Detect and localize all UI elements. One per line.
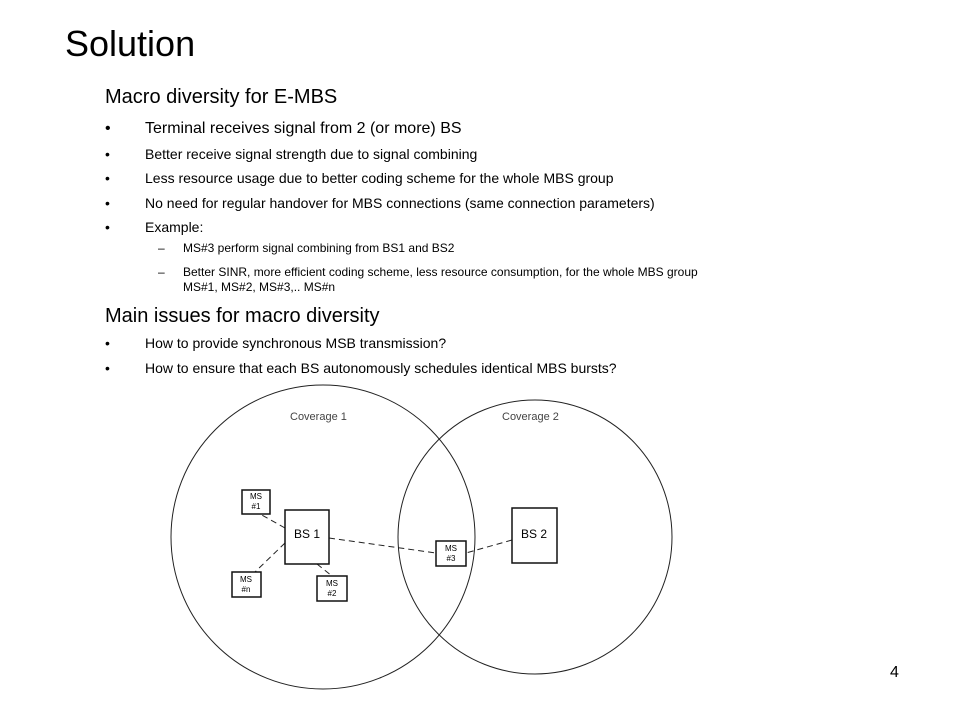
link-bs1-ms2 [316,563,333,577]
ms1-node: MS #1 [241,489,271,515]
signal-links [254,513,513,577]
coverage-1-circle [170,384,476,690]
coverage-1-label: Coverage 1 [290,411,347,423]
sub-bullet-text: Better SINR, more efficient coding schem… [183,265,698,279]
bs1-label: BS 1 [294,527,320,541]
bullet-text: Better receive signal strength due to si… [145,146,478,162]
bs1-node: BS 1 [284,509,330,565]
bullet-dot: • [105,170,110,186]
link-bs2-ms3 [465,539,513,554]
section-heading-main-issues: Main issues for macro diversity [105,305,380,327]
msn-node: MS #n [231,571,262,598]
page-title: Solution [65,23,196,64]
bullet-text: No need for regular handover for MBS con… [145,195,655,211]
ms2-label-line1: MS [326,579,338,588]
bullet-text: How to ensure that each BS autonomously … [145,360,617,376]
ms3-node: MS #3 [435,540,467,567]
sub-bullet-dash: – [158,241,165,255]
page-number: 4 [890,664,899,681]
bullet-text: How to provide synchronous MSB transmiss… [145,335,447,351]
ms3-label-line2: #3 [447,554,456,563]
sub-bullet-text-continued: MS#1, MS#2, MS#3,.. MS#n [183,280,336,294]
bullet-dot: • [105,335,110,351]
bullet-dot: • [105,146,110,162]
sub-bullet-text: MS#3 perform signal combining from BS1 a… [183,241,455,255]
bullet-text: Example: [145,219,204,235]
coverage-2-label: Coverage 2 [502,411,559,423]
ms1-label-line1: MS [250,492,262,501]
ms3-label-line1: MS [445,544,457,553]
link-bs1-ms1 [259,513,286,529]
bullet-dot: • [105,195,110,211]
bullet-dot: • [105,219,110,235]
link-bs1-ms3 [328,537,437,554]
bullet-text: Less resource usage due to better coding… [145,170,614,186]
ms1-label-line2: #1 [252,502,261,511]
msn-label-line1: MS [240,575,252,584]
bullet-dot: • [105,120,111,137]
bullet-dot: • [105,360,110,376]
msn-label-line2: #n [242,585,251,594]
ms2-node: MS #2 [316,575,348,602]
section-heading-macro-diversity: Macro diversity for E-MBS [105,86,338,108]
ms2-label-line2: #2 [328,589,337,598]
bs2-node: BS 2 [511,507,558,564]
coverage-2-circle [397,399,673,675]
sub-bullet-dash: – [158,265,165,279]
link-bs1-msn [254,542,286,573]
bullet-text: Terminal receives signal from 2 (or more… [145,120,462,137]
bs2-label: BS 2 [521,527,547,541]
